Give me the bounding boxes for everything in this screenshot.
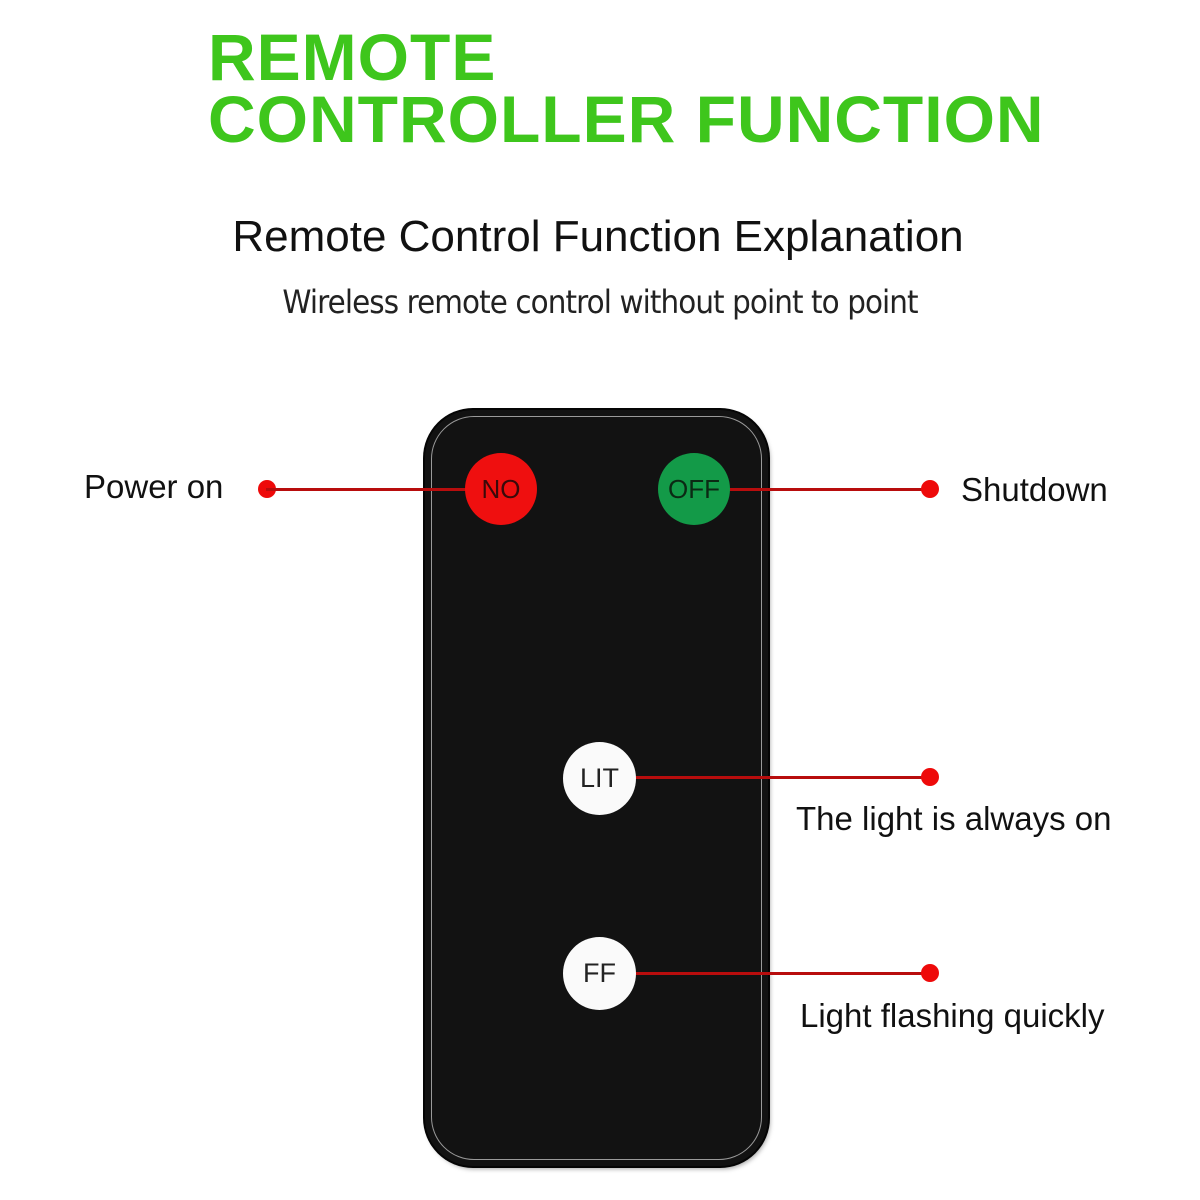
lit-button-label: LIT [579,763,619,793]
remote-inner-border [431,416,762,1160]
subtitle: Remote Control Function Explanation [232,212,964,261]
callout-line-ff [630,972,930,975]
callout-dot-shutdown [921,480,939,498]
callout-line-lit [630,776,930,779]
shutdown-button-label: OFF [668,473,720,504]
tagline: Wireless remote control without point to… [282,283,918,321]
callout-label-ff: Light flashing quickly [800,997,1105,1034]
callout-label-lit: The light is always on [796,800,1112,837]
shutdown-button[interactable]: OFF [658,453,730,525]
ff-button[interactable]: FF [563,937,636,1010]
power-on-button-label: NO [481,473,521,504]
callout-line-power-on [266,488,472,491]
lit-button[interactable]: LIT [563,742,636,815]
title-line-1: REMOTE [208,20,497,94]
callout-label-power-on: Power on [84,468,224,505]
power-on-button[interactable]: NO [465,453,537,525]
ff-button-label: FF [583,958,616,988]
callout-label-shutdown: Shutdown [961,471,1108,508]
callout-line-shutdown [726,488,930,491]
callout-dot-lit [921,768,939,786]
callout-dot-ff [921,964,939,982]
title-line-2: CONTROLLER FUNCTION [208,82,1045,156]
